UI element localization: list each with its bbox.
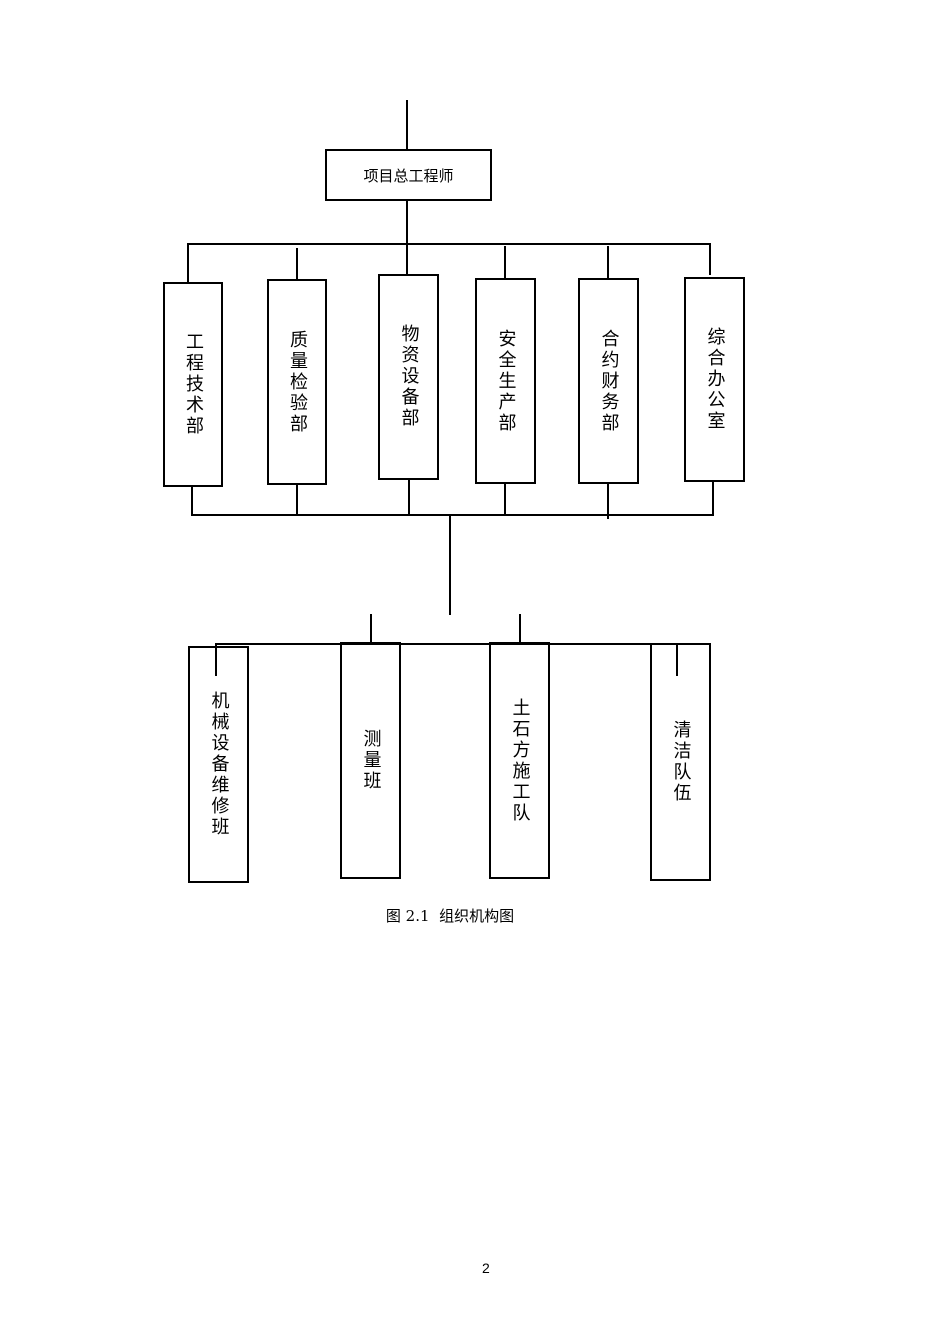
connector <box>504 246 506 280</box>
connector <box>191 514 714 516</box>
department-box: 工程技术部 <box>163 282 223 487</box>
department-label: 安全生产部 <box>495 328 517 434</box>
connector <box>519 614 521 644</box>
figure-caption: 图 2.1 组织机构图 <box>385 907 515 925</box>
team-box: 土石方施工队 <box>489 642 550 879</box>
department-label: 综合办公室 <box>704 327 726 432</box>
team-box: 清洁队伍 <box>650 643 711 881</box>
connector <box>187 243 711 245</box>
connector <box>607 246 609 280</box>
connector <box>296 248 298 281</box>
connector <box>406 200 408 245</box>
connector <box>408 479 410 514</box>
connector <box>296 484 298 516</box>
department-label: 质量检验部 <box>287 329 308 435</box>
department-box: 安全生产部 <box>475 278 536 484</box>
connector <box>607 483 609 519</box>
team-label: 机械设备维修班 <box>208 691 230 838</box>
chief-engineer-box: 项目总工程师 <box>325 149 492 201</box>
department-label: 合约财务部 <box>598 328 620 434</box>
team-box: 机械设备维修班 <box>188 646 249 883</box>
department-label: 物资设备部 <box>398 324 420 429</box>
department-box: 质量检验部 <box>267 279 327 485</box>
connector <box>676 644 678 676</box>
team-label: 清洁队伍 <box>670 720 692 804</box>
team-label: 测量班 <box>360 729 382 792</box>
department-box: 合约财务部 <box>578 278 639 484</box>
department-box: 物资设备部 <box>378 274 439 480</box>
team-box: 测量班 <box>340 642 401 879</box>
connector <box>187 244 189 284</box>
connector <box>406 100 408 150</box>
connector <box>191 486 193 516</box>
connector <box>709 244 711 275</box>
department-box: 综合办公室 <box>684 277 745 482</box>
chief-engineer-label: 项目总工程师 <box>363 166 454 185</box>
page-number: 2 <box>482 1260 490 1276</box>
connector <box>215 643 711 645</box>
connector <box>215 644 217 676</box>
connector <box>712 481 714 516</box>
connector <box>370 614 372 644</box>
connector <box>504 483 506 516</box>
team-label: 土石方施工队 <box>509 697 531 824</box>
connector <box>406 244 408 276</box>
department-label: 工程技术部 <box>183 332 204 437</box>
connector <box>449 515 451 615</box>
